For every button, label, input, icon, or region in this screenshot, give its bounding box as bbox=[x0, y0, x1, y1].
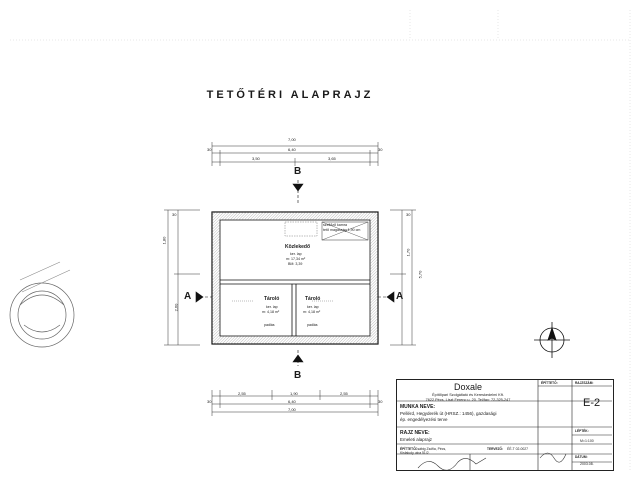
right-dimensions bbox=[390, 209, 416, 346]
title-block: Doxale Építőipari Szolgáltató és Kereske… bbox=[396, 379, 614, 471]
shaft-note: szellőző kamra bbox=[323, 223, 347, 227]
room-storage-1-area: m: 4,18 m² bbox=[262, 310, 280, 314]
top-dimensions bbox=[211, 142, 379, 166]
license-number: ÉÉ-T 02-0027 bbox=[507, 447, 529, 451]
dim-top-total: 7,00 bbox=[288, 137, 296, 142]
work-name-line-2: ép. engedélyezési terve bbox=[400, 417, 448, 422]
drawing-name: Emeleti alaprajz bbox=[400, 437, 433, 442]
section-line-a bbox=[195, 291, 395, 303]
client-address: Kisfaludy utca 51/2. bbox=[400, 451, 430, 455]
north-arrow-icon bbox=[534, 322, 570, 358]
dim-top-right: 3,65 bbox=[328, 156, 336, 161]
dim-top-edge-left: 30 bbox=[207, 147, 212, 152]
designer-label: TERVEZŐ: bbox=[487, 447, 504, 451]
drawing-name-label: RAJZ NEVE: bbox=[400, 430, 430, 436]
firm-name: Doxale bbox=[453, 382, 482, 392]
room-corridor-name: Közlekedő bbox=[285, 244, 311, 250]
date-label: DÁTUM: bbox=[575, 455, 588, 459]
drawing-no-label: RAJZSZÁM: bbox=[575, 381, 594, 385]
drawing-number: E-2 bbox=[583, 397, 601, 409]
dim-bottom-edge-left: 30 bbox=[207, 399, 212, 404]
section-marker-a-left: A bbox=[184, 291, 192, 302]
dim-bottom-b: 1,90 bbox=[290, 391, 298, 396]
firm-line-1: Építőipari Szolgáltató és Kereskedelmi K… bbox=[432, 393, 504, 397]
client-name: Csábig Zsófia, Pécs, bbox=[415, 447, 447, 451]
room-corridor-floor: ker. lap bbox=[290, 252, 302, 256]
room-storage-1-floor: ker. lap bbox=[266, 305, 278, 309]
room-corridor-bm: BM: 3,39 bbox=[288, 262, 303, 266]
room-storage-1-type: padlás bbox=[264, 323, 275, 327]
scale-label: LÉPTÉK: bbox=[575, 429, 589, 433]
section-marker-a-right: A bbox=[396, 291, 404, 302]
dim-top-edge-right: 30 bbox=[378, 147, 383, 152]
client-label: ÉPÍTTETŐ: bbox=[400, 447, 417, 451]
signature-label: ÉPÍTTETŐ: bbox=[541, 381, 558, 385]
dim-bottom-a: 2,55 bbox=[238, 391, 246, 396]
dim-right-a: 1,70 bbox=[405, 248, 411, 257]
dim-top-left: 3,50 bbox=[252, 156, 260, 161]
dim-bottom-edge-right: 30 bbox=[378, 399, 383, 404]
drawing-title: TETŐTÉRI ALAPRAJZ bbox=[206, 89, 374, 101]
dim-right-c: 30 bbox=[406, 212, 411, 217]
firm-line-2: 7622 Pécs, Liszt Ferenc u. 20. Tel/fax: … bbox=[425, 398, 511, 402]
walls bbox=[211, 211, 379, 345]
dim-bottom-c: 2,55 bbox=[340, 391, 348, 396]
room-storage-2-floor: ker. lap bbox=[307, 305, 319, 309]
work-name-line-1: Pellérd, Hegyderék út (HRSZ.: 1456), gaz… bbox=[400, 411, 497, 416]
room-storage-2-name: Tároló bbox=[305, 296, 321, 302]
dim-bottom-total: 7,00 bbox=[288, 407, 296, 412]
work-name-label: MUNKA NEVE: bbox=[400, 404, 436, 410]
bottom-dimensions bbox=[211, 390, 379, 416]
section-marker-b-top: B bbox=[294, 166, 302, 177]
stamp-seal-icon bbox=[9, 282, 75, 348]
left-dimensions bbox=[164, 209, 200, 346]
date-value: 2003.08. bbox=[580, 462, 594, 466]
dim-left-c: 30 bbox=[172, 212, 177, 217]
dim-right-b: 5,70 bbox=[417, 270, 423, 279]
dim-top-inner: 6,40 bbox=[288, 147, 296, 152]
signature-icon bbox=[417, 457, 487, 471]
room-storage-2-type: padlás bbox=[307, 323, 318, 327]
section-line-b bbox=[292, 180, 304, 366]
roof-height-note: tető magasság 1,90 cm bbox=[323, 228, 361, 232]
dim-bottom-inner: 6,40 bbox=[288, 399, 296, 404]
section-marker-b-bottom: B bbox=[294, 370, 302, 381]
room-corridor-area: m: 17,34 m² bbox=[286, 257, 306, 261]
title-block-grid bbox=[396, 379, 612, 470]
scale-value: M=1:100 bbox=[580, 439, 594, 443]
room-storage-1-name: Tároló bbox=[264, 296, 280, 302]
dim-left-a: 1,80 bbox=[161, 236, 167, 245]
room-storage-2-area: m: 4,18 m² bbox=[303, 310, 321, 314]
dim-left-b: 2,60 bbox=[173, 303, 179, 312]
